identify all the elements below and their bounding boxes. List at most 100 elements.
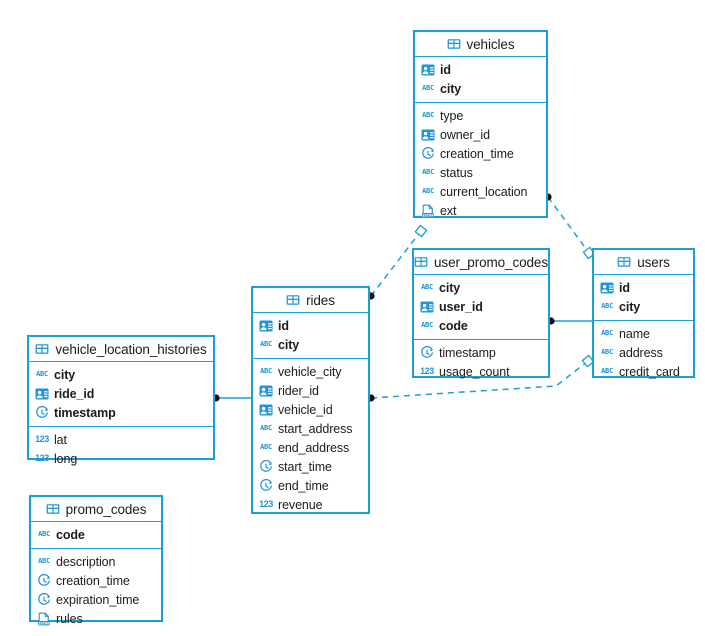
column-name: timestamp	[439, 345, 496, 360]
column-row[interactable]: start_time	[253, 457, 368, 476]
table-header-user_promo_codes[interactable]: user_promo_codes	[414, 250, 548, 275]
abc-icon: ABC	[601, 329, 613, 337]
primary-key-row[interactable]: id	[253, 316, 368, 335]
table-grid-icon	[46, 502, 60, 516]
123-icon: 123	[420, 366, 434, 376]
clock-icon	[259, 478, 273, 493]
column-name: end_time	[278, 478, 329, 493]
column-row[interactable]: rider_id	[253, 381, 368, 400]
column-name: start_time	[278, 459, 332, 474]
table-header-vehicles[interactable]: vehicles	[415, 32, 546, 57]
column-name: city	[440, 81, 462, 96]
column-row[interactable]: timestamp	[414, 343, 548, 362]
table-header-vehicle_location_histories[interactable]: vehicle_location_histories	[29, 337, 213, 362]
column-name: lat	[54, 432, 67, 447]
column-row[interactable]: ABC current_location	[415, 182, 546, 201]
relationship-square-marker	[414, 224, 428, 238]
abc-icon: ABC	[260, 424, 272, 432]
relationship-vehicles-to-users[interactable]	[544, 193, 596, 260]
column-row[interactable]: ABC start_address	[253, 419, 368, 438]
table-header-promo_codes[interactable]: promo_codes	[31, 497, 161, 522]
table-header-rides[interactable]: rides	[253, 288, 368, 313]
column-row[interactable]: JSON rules	[31, 609, 161, 628]
primary-key-row[interactable]: id	[415, 60, 546, 79]
primary-key-row[interactable]: id	[594, 278, 693, 297]
id-card-icon	[259, 403, 273, 417]
column-row[interactable]: end_time	[253, 476, 368, 495]
column-name: id	[619, 280, 630, 295]
table-title: vehicles	[466, 36, 515, 52]
abc-icon: ABC	[422, 187, 434, 195]
abc-icon: ABC	[260, 443, 272, 451]
123-icon: 123	[35, 434, 49, 444]
column-name: code	[439, 318, 468, 333]
column-row[interactable]: 123 lat	[29, 430, 213, 449]
clock-icon	[420, 345, 434, 360]
abc-icon: ABC	[601, 348, 613, 356]
column-row[interactable]: JSON ext	[415, 201, 546, 220]
column-row[interactable]: creation_time	[31, 571, 161, 590]
column-name: code	[56, 527, 85, 542]
table-grid-icon	[447, 37, 461, 51]
id-card-icon	[420, 300, 434, 314]
column-row[interactable]: owner_id	[415, 125, 546, 144]
column-row[interactable]: ABC vehicle_city	[253, 362, 368, 381]
primary-key-row[interactable]: timestamp	[29, 403, 213, 422]
column-name: id	[278, 318, 289, 333]
column-name: start_address	[278, 421, 353, 436]
svg-text:JSON: JSON	[422, 213, 433, 217]
clock-icon	[35, 405, 49, 420]
column-name: end_address	[278, 440, 350, 455]
table-header-users[interactable]: users	[594, 250, 693, 275]
id-card-icon	[421, 128, 435, 142]
column-name: status	[440, 165, 473, 180]
column-row[interactable]: creation_time	[415, 144, 546, 163]
column-row[interactable]: expiration_time	[31, 590, 161, 609]
primary-key-row[interactable]: ride_id	[29, 384, 213, 403]
relationship-vehicle-location-histories-to-rides[interactable]	[212, 394, 251, 402]
clock-icon	[259, 459, 273, 474]
abc-icon: ABC	[260, 367, 272, 375]
column-name: city	[439, 280, 461, 295]
relationship-user-promo-codes-to-users[interactable]	[547, 317, 592, 325]
column-row[interactable]: ABC end_address	[253, 438, 368, 457]
table-title: vehicle_location_histories	[55, 341, 207, 357]
column-name: revenue	[278, 497, 323, 512]
column-name: vehicle_city	[278, 364, 342, 379]
column-row[interactable]: vehicle_id	[253, 400, 368, 419]
abc-icon: ABC	[601, 367, 613, 375]
column-name: usage_count	[439, 364, 510, 379]
column-row[interactable]: 123 usage_count	[414, 362, 548, 381]
column-name: description	[56, 554, 116, 569]
column-name: owner_id	[440, 127, 490, 142]
column-name: current_location	[440, 184, 528, 199]
primary-key-row[interactable]: user_id	[414, 297, 548, 316]
